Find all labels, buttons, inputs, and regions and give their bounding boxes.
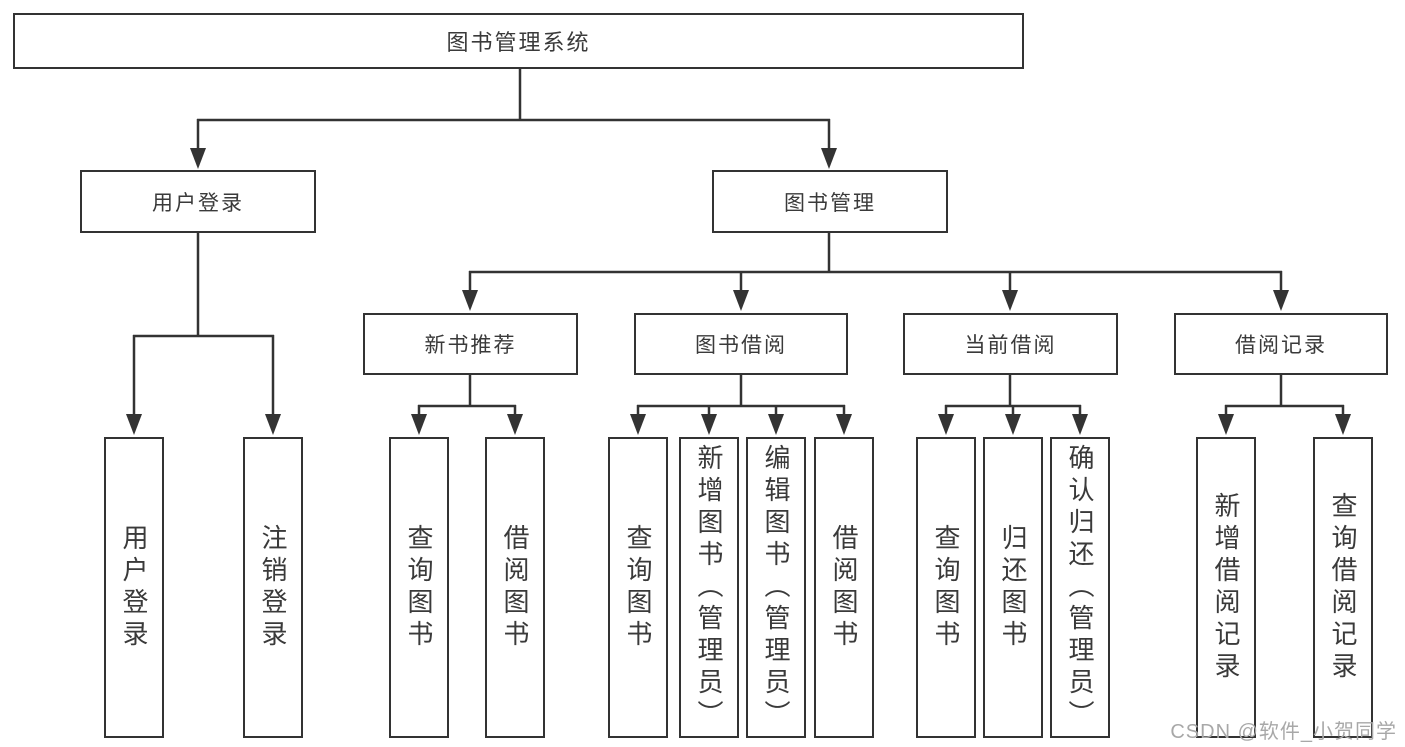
node-user-login: 用户登录 <box>80 170 316 233</box>
leaf-current-return-book: 归还图书 <box>983 437 1043 738</box>
connector-current-borrow-to-leaves <box>938 375 1088 435</box>
leaf-recommend-query-book: 查询图书 <box>389 437 449 738</box>
node-new-book-recommend: 新书推荐 <box>363 313 578 375</box>
leaf-borrow-query-book: 查询图书 <box>608 437 668 738</box>
leaf-record-add-borrow-record: 新增借阅记录 <box>1196 437 1256 738</box>
connector-borrow-record-to-leaves <box>1218 375 1351 435</box>
leaf-recommend-borrow-book: 借阅图书 <box>485 437 545 738</box>
leaf-user-login: 用户登录 <box>104 437 164 738</box>
node-root: 图书管理系统 <box>13 13 1024 69</box>
leaf-logout: 注销登录 <box>243 437 303 738</box>
connector-user-login-to-leaves <box>126 233 281 435</box>
node-book-borrow: 图书借阅 <box>634 313 848 375</box>
leaf-borrow-edit-book-admin: 编辑图书（管理员） <box>746 437 806 738</box>
leaf-current-query-book: 查询图书 <box>916 437 976 738</box>
connector-book-borrow-to-leaves <box>630 375 852 435</box>
connector-root-to-branches <box>190 69 837 169</box>
leaf-borrow-add-book-admin: 新增图书（管理员） <box>679 437 739 738</box>
leaf-record-query-borrow-record: 查询借阅记录 <box>1313 437 1373 738</box>
node-book-management: 图书管理 <box>712 170 948 233</box>
node-borrow-record: 借阅记录 <box>1174 313 1388 375</box>
connector-new-book-recommend-to-leaves <box>411 375 523 435</box>
connector-book-management-to-groups <box>462 233 1289 311</box>
leaf-borrow-borrow-book: 借阅图书 <box>814 437 874 738</box>
leaf-current-confirm-return-admin: 确认归还（管理员） <box>1050 437 1110 738</box>
watermark: CSDN @软件_小贺同学 <box>1170 721 1397 743</box>
node-current-borrow: 当前借阅 <box>903 313 1118 375</box>
